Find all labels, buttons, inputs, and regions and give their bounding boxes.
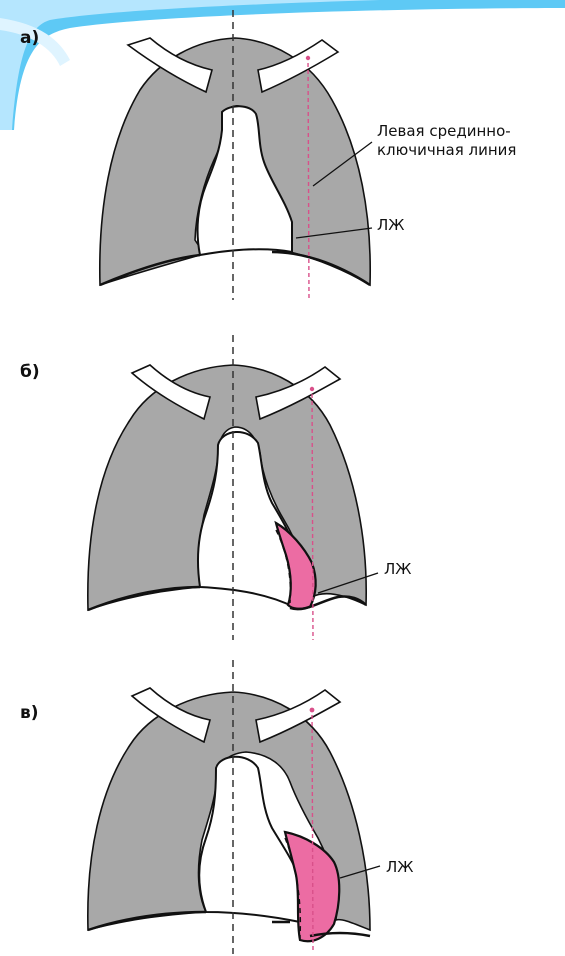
- lv-callout-a: ЛЖ: [377, 216, 404, 235]
- lv-callout-b: ЛЖ: [384, 560, 411, 579]
- panel-b-diagram: [0, 325, 565, 645]
- midclavicular-callout: Левая срединно- ключичная линия: [377, 122, 516, 160]
- lv-callout-c: ЛЖ: [386, 858, 413, 877]
- panel-c-diagram: [0, 650, 565, 956]
